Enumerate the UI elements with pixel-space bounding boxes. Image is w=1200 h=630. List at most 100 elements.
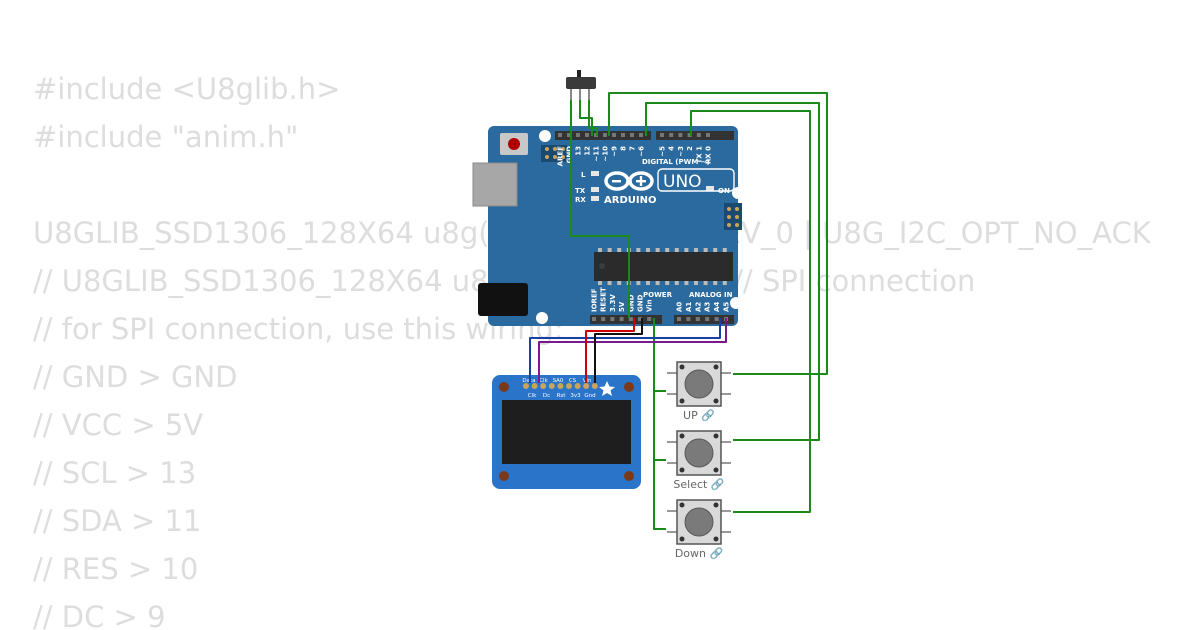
wire-down-button[interactable] — [690, 110, 811, 513]
mounting-hole — [536, 312, 548, 324]
oled-pin-hole[interactable] — [591, 383, 598, 389]
icsp-header-right — [724, 203, 742, 230]
power-label: POWER — [643, 291, 673, 299]
push-buttons[interactable]: UP 🔗 Select 🔗 Down 🔗 — [667, 361, 731, 560]
pin-hole[interactable] — [601, 317, 606, 321]
digital-pin-label: 2 — [686, 146, 694, 151]
code-line: // SCL > 13 — [33, 456, 197, 490]
wire-up-button[interactable] — [608, 92, 828, 375]
pin-hole[interactable] — [687, 133, 692, 137]
pin-hole[interactable] — [558, 133, 562, 137]
oled-pin-hole[interactable] — [548, 383, 555, 389]
power-pin-label: 3.3V — [609, 294, 617, 312]
pin-hole[interactable] — [610, 317, 615, 321]
push-button[interactable]: Select 🔗 — [667, 430, 731, 491]
code-background: #include <U8glib.h>#include "anim.h"U8GL… — [33, 66, 1200, 630]
pin-hole[interactable] — [628, 317, 633, 321]
wire-gnd-up[interactable] — [653, 318, 666, 392]
pin-hole[interactable] — [669, 133, 674, 137]
pin-hole[interactable] — [592, 317, 596, 321]
pin-hole[interactable] — [706, 133, 710, 137]
pin-hole[interactable] — [660, 133, 664, 137]
pin-hole[interactable] — [695, 317, 700, 321]
oled-pin-label: Gnd — [584, 393, 595, 399]
digital-header-right — [656, 131, 734, 140]
digital-pin-label: TX 1 — [695, 146, 703, 164]
uno-label: UNO — [663, 172, 702, 192]
pin-hole[interactable] — [567, 133, 571, 137]
pin-hole[interactable] — [677, 317, 681, 321]
oled-pin-hole[interactable] — [540, 383, 547, 389]
oled-pin-hole[interactable] — [583, 383, 590, 389]
power-pin-label: Vin — [646, 299, 654, 312]
pin-hole[interactable] — [576, 133, 580, 137]
slide-switch[interactable] — [566, 70, 596, 101]
pin-hole[interactable] — [630, 133, 634, 137]
pin-hole[interactable] — [612, 133, 616, 137]
push-button[interactable]: Down 🔗 — [667, 499, 731, 560]
wire-gnd-down[interactable] — [653, 460, 666, 530]
pin-hole[interactable] — [585, 133, 589, 137]
analog-pin-label: A2 — [694, 302, 702, 312]
code-line: // GND > GND — [33, 360, 238, 394]
led-tx — [591, 187, 599, 192]
pin-hole[interactable] — [639, 133, 643, 137]
wire-switch-13[interactable] — [579, 100, 593, 136]
wire-switch-ground[interactable] — [570, 100, 630, 318]
code-line: // VCC > 5V — [33, 408, 204, 442]
oled-pin-label: Rst — [557, 393, 567, 399]
reset-button-cap[interactable] — [508, 138, 520, 150]
usb-port — [472, 162, 518, 207]
led-rx-label: RX — [575, 196, 586, 204]
wire-oled-data[interactable] — [529, 318, 721, 383]
code-line: // RES > 10 — [33, 552, 199, 586]
pin-hole[interactable] — [705, 317, 710, 321]
push-button[interactable]: UP 🔗 — [667, 361, 731, 422]
wire-oled-clk[interactable] — [538, 318, 727, 383]
pin-hole[interactable] — [714, 317, 719, 321]
power-pin-label: IOREF — [591, 288, 599, 312]
arduino-logo-icon — [604, 171, 654, 191]
pin-hole[interactable] — [619, 317, 624, 321]
oled-pin-hole[interactable] — [566, 383, 572, 389]
digital-pin-label: 8 — [620, 146, 628, 151]
power-jack — [478, 283, 528, 316]
analog-pin-label: A5 — [723, 302, 731, 312]
analog-header — [674, 315, 734, 324]
digital-pin-label: RX 0 — [705, 146, 713, 164]
wire-gnd-select[interactable] — [653, 391, 666, 461]
wire-oled-vin[interactable] — [585, 318, 635, 383]
oled-pin-hole[interactable] — [574, 383, 581, 389]
digital-pin-label: ~9 — [611, 146, 619, 157]
button-cap[interactable] — [684, 507, 714, 537]
power-pin-label: 5V — [618, 301, 626, 312]
mounting-hole — [539, 130, 551, 142]
pin-hole[interactable] — [621, 133, 625, 137]
mounting-hole — [624, 382, 634, 392]
oled-pin-hole[interactable] — [557, 383, 564, 389]
oled-pin-label: CS — [569, 378, 577, 384]
button-cap[interactable] — [684, 438, 714, 468]
switch-knob[interactable] — [577, 70, 581, 78]
oled-pin-hole[interactable] — [523, 383, 529, 389]
analog-pin-label: A3 — [704, 302, 712, 312]
pin-hole[interactable] — [686, 317, 691, 321]
oled-pin-holes — [523, 383, 598, 389]
pin-hole[interactable] — [638, 317, 642, 321]
wire-oled-gnd[interactable] — [594, 318, 643, 383]
pin-hole[interactable] — [678, 133, 683, 137]
oled-pin-label: Dc — [543, 393, 550, 399]
digital-pin-label: ~3 — [677, 146, 685, 157]
analog-pin-label: A1 — [685, 302, 693, 312]
digital-pin-label: 4 — [668, 146, 676, 151]
pin-hole[interactable] — [647, 317, 652, 321]
oled-pin-hole[interactable] — [531, 383, 538, 389]
pin-hole[interactable] — [603, 133, 607, 137]
button-cap[interactable] — [684, 369, 714, 399]
pin-hole[interactable] — [696, 133, 701, 137]
wire-select-button[interactable] — [645, 102, 820, 441]
